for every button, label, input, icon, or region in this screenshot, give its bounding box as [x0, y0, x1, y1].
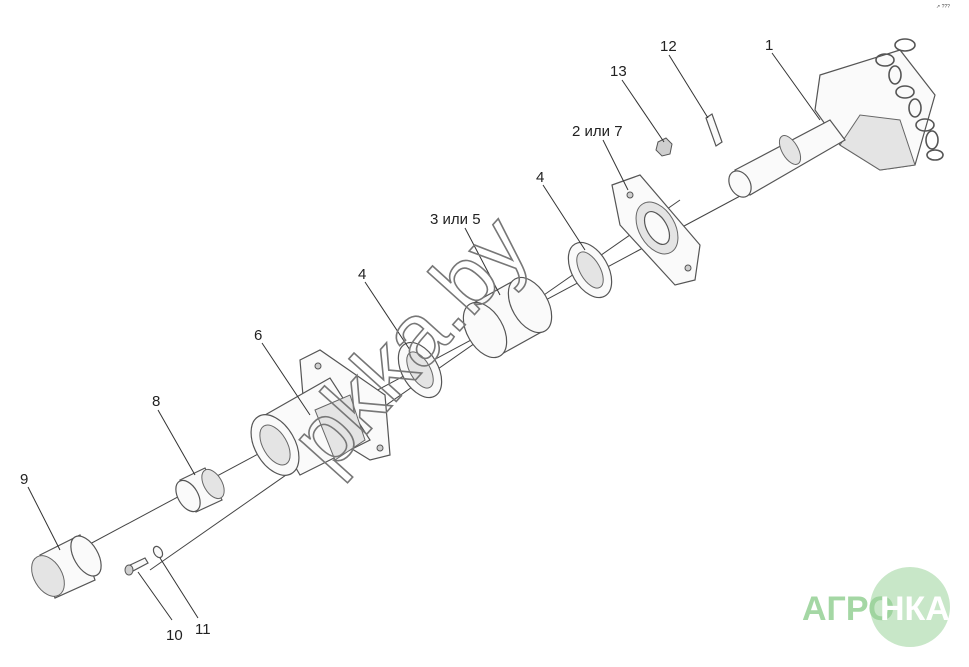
callout-12: 12: [660, 38, 677, 55]
part-10-bolt: [124, 557, 149, 576]
callout-1: 1: [765, 37, 773, 54]
part-4-ring-lower: [397, 341, 443, 399]
callout-9: 9: [20, 471, 28, 488]
callout-4-upper: 4: [536, 169, 544, 186]
brand-logo: АГРО НКА: [802, 567, 950, 647]
part-8-castle-nut: [175, 467, 225, 513]
part-12-pin: [705, 113, 723, 147]
callout-4-lower: 4: [358, 266, 366, 283]
part-2-7-flange: [611, 174, 701, 286]
part-3-5-bushing: [462, 276, 553, 359]
logo-text-left: АГРО: [802, 590, 895, 628]
part-11-washer: [152, 545, 164, 559]
callout-8: 8: [152, 393, 160, 410]
chain-icon: [875, 38, 944, 161]
callout-2-or-7: 2 или 7: [572, 123, 623, 140]
part-9-cap: [31, 534, 102, 599]
part-13-nut: [655, 137, 673, 157]
callout-10: 10: [166, 627, 183, 644]
callout-13: 13: [610, 63, 627, 80]
corner-mark: ↗ ???: [936, 4, 950, 10]
callout-6: 6: [254, 327, 262, 344]
callout-3-or-5: 3 или 5: [430, 211, 481, 228]
part-1-shaft: [728, 38, 944, 198]
leader-lines: [27, 52, 821, 621]
part-6-housing: [250, 349, 391, 476]
part-4-ring-upper: [567, 241, 613, 299]
callout-11: 11: [195, 621, 211, 638]
callout-labels: 1 12 13 2 или 7 4 3 или 5 4 6 8 9 10 11: [20, 37, 773, 644]
logo-circle-icon: [870, 567, 950, 647]
logo-text-right: НКА: [880, 590, 950, 628]
